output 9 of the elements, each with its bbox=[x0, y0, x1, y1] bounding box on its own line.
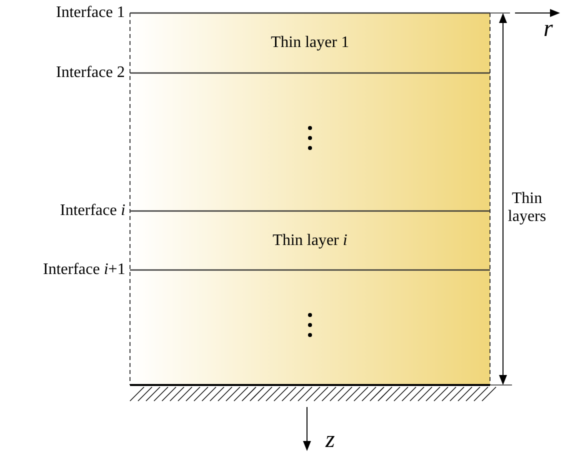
interface-label: Interface i bbox=[60, 202, 126, 220]
layer-name: Thin layer 1 bbox=[270, 34, 350, 52]
axis-label: r bbox=[544, 16, 553, 42]
interface-label: Interface 2 bbox=[56, 64, 125, 82]
interface-label: Interface 1 bbox=[56, 4, 125, 22]
interface-label: Interface i+1 bbox=[43, 261, 126, 279]
dimension-label: Thin layers bbox=[506, 190, 548, 226]
axis-label: z bbox=[326, 427, 335, 453]
layer-name: Thin layer i bbox=[272, 232, 348, 250]
